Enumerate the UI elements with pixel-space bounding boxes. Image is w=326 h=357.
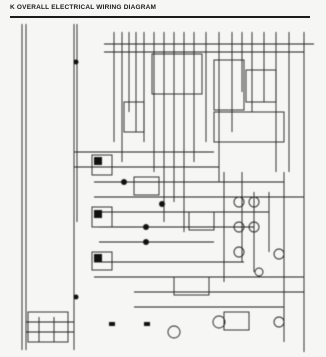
page-title: K OVERALL ELECTRICAL WIRING DIAGRAM — [10, 4, 310, 18]
wiring-diagram-svg — [21, 24, 314, 352]
wiring-diagram — [14, 22, 319, 352]
